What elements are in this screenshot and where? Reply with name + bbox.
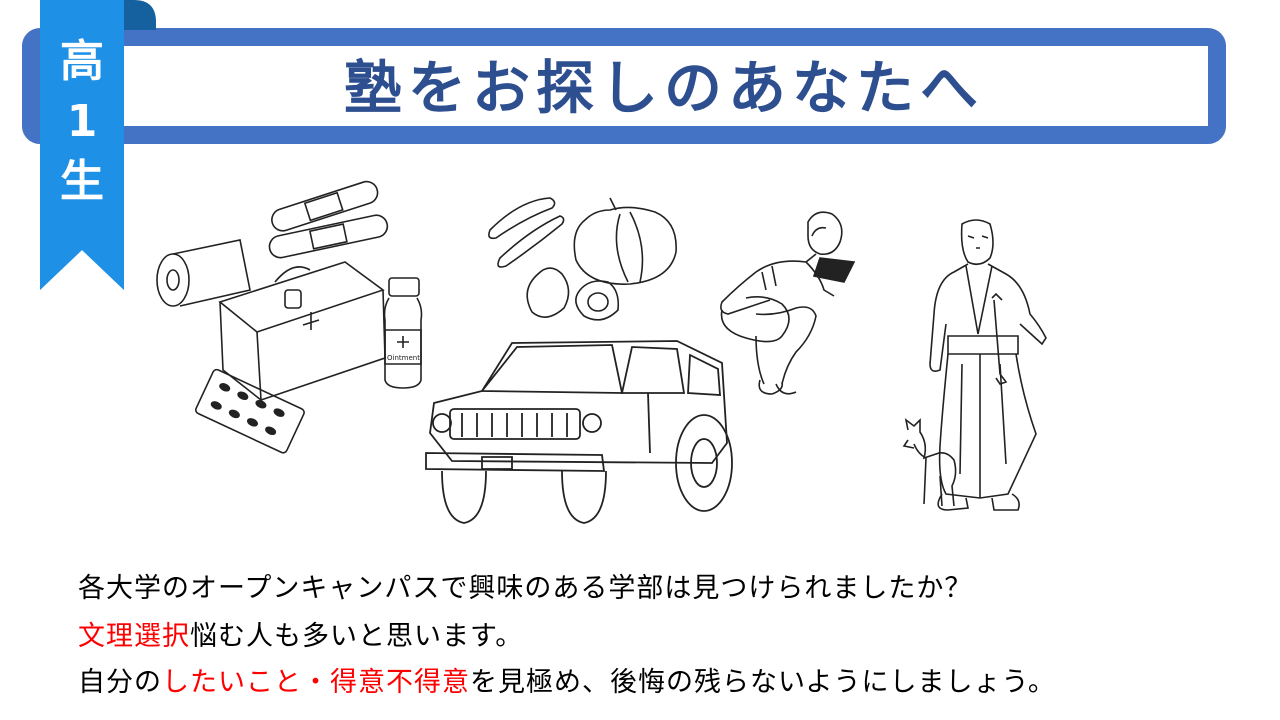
grade-badge: 高 1 生 [40, 32, 124, 212]
message-line-1: 各大学のオープンキャンパスで興味のある学部は見つけられましたか？ [78, 573, 973, 604]
title-banner [22, 28, 1226, 144]
samurai-with-dog-icon [896, 214, 1056, 514]
highlight-strengths: したいこと・得意不得意 [162, 667, 470, 698]
message-line-3: 自分のしたいこと・得意不得意を見極め、後悔の残らないようにしましょう。 [78, 660, 1056, 699]
page-title: 塾をお探しのあなたへ [343, 54, 984, 122]
vegetables-icon [480, 190, 690, 325]
ribbon-front [40, 0, 124, 290]
message-line-2-rest: 悩む人も多いと思います。 [190, 621, 524, 652]
grade-char-1: 高 [60, 36, 104, 87]
message-line-2: 文理選択悩む人も多いと思います。 [78, 614, 523, 653]
first-aid-kit-icon: Ointment [145, 190, 410, 455]
reading-person-icon [716, 206, 866, 400]
suv-car-icon [422, 333, 752, 528]
highlight-bunri-sentaku: 文理選択 [78, 621, 190, 652]
ribbon-fold [124, 0, 156, 30]
ointment-label: Ointment [387, 354, 420, 362]
message-line-3-rest: を見極め、後悔の残らないようにしましょう。 [470, 667, 1056, 698]
grade-char-2: 1 [66, 96, 98, 147]
grade-char-3: 生 [60, 156, 104, 207]
message-line-3-prefix: 自分の [78, 667, 162, 698]
